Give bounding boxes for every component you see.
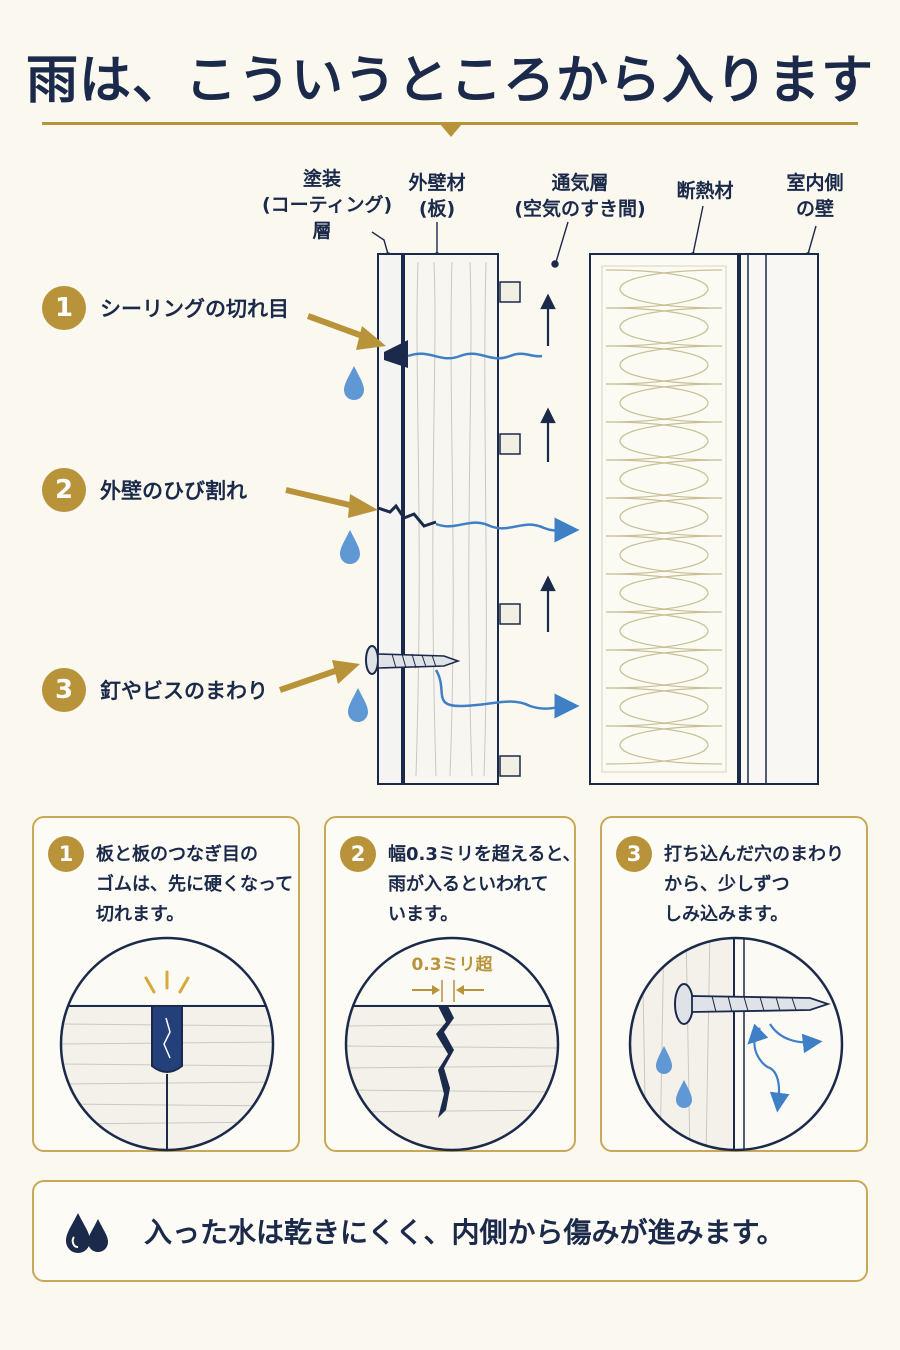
water-path-3 [434,669,580,719]
nail-icon [365,645,461,675]
label-interior-wall: 室内側 の壁 [786,172,844,220]
callout-label: シーリングの切れ目 [100,297,289,321]
title-underline [42,122,858,125]
summary-note: 入った水は乾きにくく、内側から傷みが進みます。 [32,1180,868,1282]
number-badge: 2 [340,836,376,872]
label-air-gap: 通気層 (空気のすき間) [514,172,646,220]
callout-label: 釘やビスのまわり [100,679,268,703]
title-notch-icon [440,124,462,137]
summary-text: 入った水は乾きにくく、内側から傷みが進みます。 [144,1216,785,1249]
crack-closeup-illustration [344,936,560,1152]
callout-1: 1 シーリングの切れ目 [42,286,289,330]
number-badge: 3 [616,836,652,872]
air-flow-arrows [540,293,556,632]
number-badge: 3 [42,668,86,712]
callout-3: 3 釘やビスのまわり [42,668,268,712]
interior-wall [739,253,819,785]
card-description: 打ち込んだ穴のまわり から、少しずつ しみ込みます。 [664,844,844,925]
number-badge: 1 [42,286,86,330]
insulation-fiber-pattern [605,269,723,765]
sealing-joint [384,340,408,368]
crack-width-label: 0.3ミリ超 [411,955,493,975]
detail-card-1: 1 板と板のつなぎ目の ゴムは、先に硬くなって 切れます。 [32,816,300,1152]
nail-closeup-illustration [628,936,844,1152]
insulation-panel [589,253,739,785]
label-insulation: 断熱材 [676,180,734,202]
callout-2: 2 外壁のひび割れ [42,468,247,512]
card-description: 幅0.3ミリを超えると、 雨が入るといわれて います。 [388,844,581,925]
detail-card-2: 2 幅0.3ミリを超えると、 雨が入るといわれて います。 [324,816,581,1152]
wall-section-diagram [279,205,819,785]
water-drops-icon [66,1213,108,1253]
wall-crack [377,503,437,528]
callout-label: 外壁のひび割れ [100,479,247,503]
water-path-1 [407,352,543,360]
card-description: 板と板のつなぎ目の ゴムは、先に硬くなって 切れます。 [96,844,294,925]
number-badge: 1 [48,836,84,872]
number-badge: 2 [42,468,86,512]
detail-card-3: 3 打ち込んだ穴のまわり から、少しずつ しみ込みます。 [600,816,868,1152]
label-coating: 塗装 (コーティング) 層 [262,168,393,242]
coating-layer [377,253,403,785]
page-title: 雨は、こういうところから入ります [25,51,874,111]
water-path-2 [435,517,580,543]
label-siding: 外壁材 (板) [408,172,466,220]
water-drop-icon [656,1046,692,1108]
sealing-closeup-illustration [59,936,275,1152]
water-drop-icon [340,366,368,722]
